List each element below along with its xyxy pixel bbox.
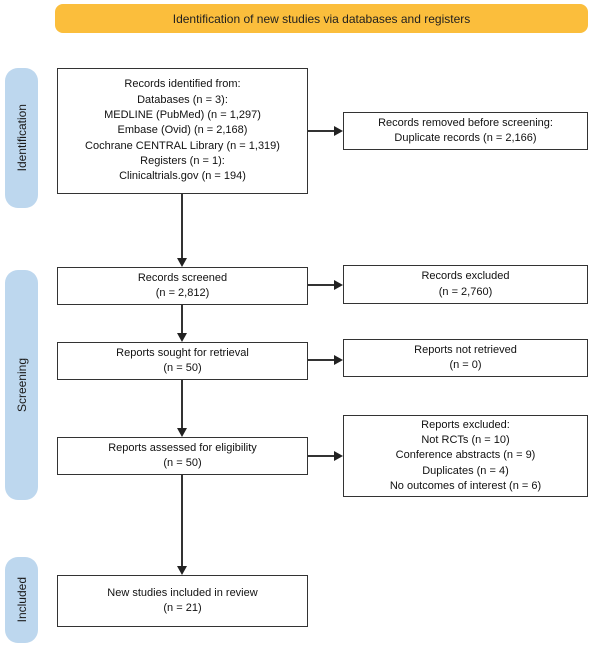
- arrow-head-icon: [334, 126, 343, 136]
- arrow-line: [181, 380, 183, 429]
- box-records-removed-line: Records removed before screening:: [378, 116, 553, 129]
- box-reports-excluded-line: Reports excluded:: [421, 418, 510, 431]
- arrow-head-icon: [334, 280, 343, 290]
- stage-label-identification: Identification: [5, 68, 38, 208]
- box-reports-sought: Reports sought for retrieval (n = 50): [57, 342, 308, 380]
- arrow-head-icon: [334, 451, 343, 461]
- box-records-excluded: Records excluded (n = 2,760): [343, 265, 588, 304]
- arrow-line: [181, 305, 183, 334]
- box-records-identified-line: MEDLINE (PubMed) (n = 1,297): [104, 108, 261, 121]
- box-reports-assessed-line: Reports assessed for eligibility: [108, 441, 257, 454]
- box-reports-sought-line: Reports sought for retrieval: [116, 346, 249, 359]
- box-new-studies-included-line: (n = 21): [163, 602, 202, 614]
- arrow-head-icon: [177, 333, 187, 342]
- box-records-screened-line: Records screened: [137, 271, 228, 284]
- box-reports-not-retrieved-line: Reports not retrieved: [414, 343, 517, 356]
- box-records-identified-line: Databases (n = 3):: [137, 93, 228, 106]
- box-records-identified-line: Registers (n = 1):: [140, 155, 225, 168]
- box-records-removed: Records removed before screening: Duplic…: [343, 112, 588, 150]
- arrow-line: [308, 284, 335, 286]
- arrow-head-icon: [334, 355, 343, 365]
- box-records-identified-line: Clinicaltrials.gov (n = 194): [119, 170, 246, 183]
- box-records-excluded-line: Records excluded: [421, 270, 510, 283]
- arrow-line: [181, 475, 183, 567]
- box-records-screened: Records screened (n = 2,812): [57, 267, 308, 305]
- box-new-studies-included: New studies included in review (n = 21): [57, 575, 308, 627]
- stage-label-identification-text: Identification: [14, 104, 29, 172]
- box-reports-assessed-line: (n = 50): [163, 457, 202, 469]
- arrow-line: [308, 455, 335, 457]
- arrow-head-icon: [177, 566, 187, 575]
- box-reports-excluded-line: Not RCTs (n = 10): [421, 433, 510, 446]
- arrow-head-icon: [177, 258, 187, 267]
- box-records-identified: Records identified from: Databases (n = …: [57, 68, 308, 194]
- box-records-identified-line: Records identified from:: [124, 78, 241, 91]
- stage-label-included: Included: [5, 557, 38, 643]
- box-records-removed-line: Duplicate records (n = 2,166): [394, 132, 537, 144]
- box-records-excluded-line: (n = 2,760): [438, 285, 493, 298]
- stage-label-included-text: Included: [14, 577, 29, 623]
- box-records-identified-line: Embase (Ovid) (n = 2,168): [117, 124, 248, 137]
- stage-label-screening: Screening: [5, 270, 38, 500]
- banner-label: Identification of new studies via databa…: [172, 11, 471, 26]
- stage-label-screening-text: Screening: [14, 357, 29, 413]
- box-reports-not-retrieved: Reports not retrieved (n = 0): [343, 339, 588, 377]
- arrow-head-icon: [177, 428, 187, 437]
- box-reports-excluded-line: Duplicates (n = 4): [422, 464, 509, 477]
- box-reports-excluded-line: Conference abstracts (n = 9): [395, 449, 536, 462]
- arrow-line: [181, 194, 183, 259]
- box-reports-not-retrieved-line: (n = 0): [449, 359, 482, 371]
- box-reports-excluded: Reports excluded: Not RCTs (n = 10) Conf…: [343, 415, 588, 497]
- box-reports-assessed: Reports assessed for eligibility (n = 50…: [57, 437, 308, 475]
- box-records-screened-line: (n = 2,812): [155, 287, 210, 299]
- arrow-line: [308, 130, 335, 132]
- banner-identification-via-databases: Identification of new studies via databa…: [55, 4, 588, 33]
- box-new-studies-included-line: New studies included in review: [107, 586, 258, 599]
- box-reports-sought-line: (n = 50): [163, 362, 202, 374]
- box-records-identified-line: Cochrane CENTRAL Library (n = 1,319): [85, 139, 280, 152]
- arrow-line: [308, 359, 335, 361]
- box-reports-excluded-line: No outcomes of interest (n = 6): [389, 480, 542, 493]
